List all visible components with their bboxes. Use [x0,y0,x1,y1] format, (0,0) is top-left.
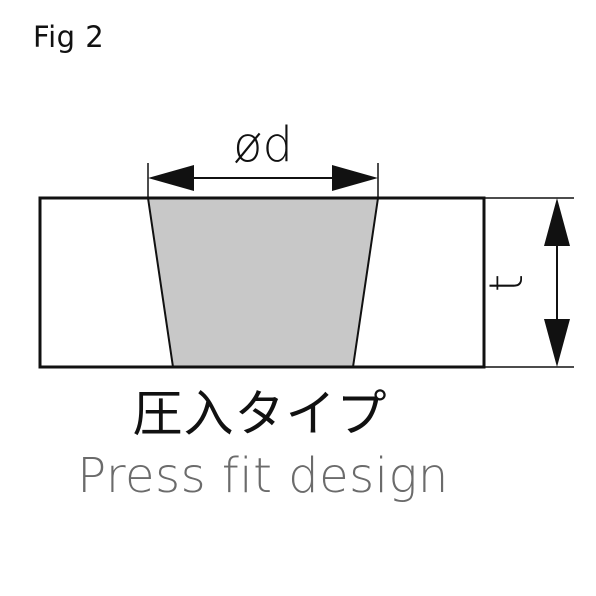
caption-japanese: 圧入タイプ [132,385,388,443]
diameter-arrow-left [148,165,194,191]
thickness-label: t [479,274,533,292]
plate-outline [38,196,486,369]
thickness-arrow-top [544,198,570,246]
diameter-label: ød [233,117,293,173]
thickness-arrow-bottom [544,319,570,367]
tapered-insert [146,197,380,368]
diameter-arrow-right [332,165,378,191]
caption-english: Press fit design [77,448,449,504]
figure-label: Fig 2 [33,20,105,54]
